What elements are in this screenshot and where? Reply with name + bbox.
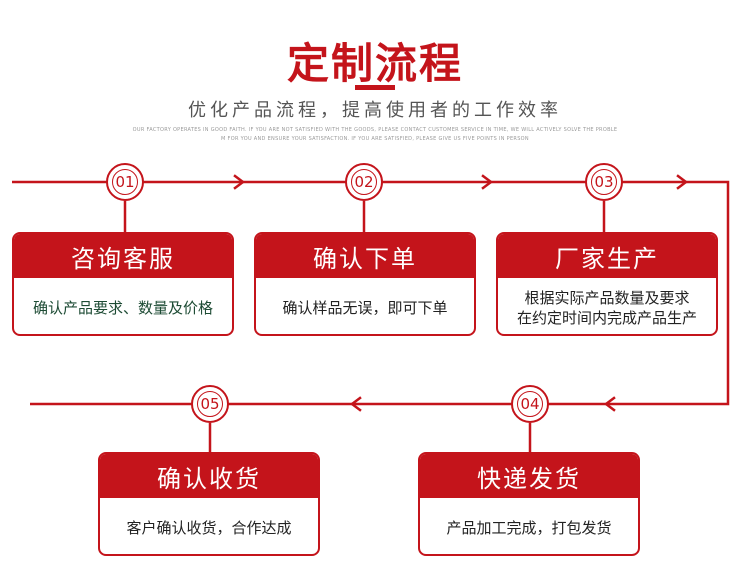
- step-card-05: 确认收货 客户确认收货，合作达成: [98, 452, 320, 556]
- title-underline: [355, 85, 395, 90]
- step-title: 咨询客服: [14, 234, 232, 278]
- arrow-right-3: [676, 174, 689, 190]
- step-title: 厂家生产: [498, 234, 716, 278]
- step-card-01: 咨询客服 确认产品要求、数量及价格: [12, 232, 234, 336]
- step-number-02: 02: [345, 163, 383, 201]
- step-title: 快递发货: [420, 454, 638, 498]
- step-description: 客户确认收货，合作达成: [126, 519, 292, 537]
- arrow-right-2: [481, 174, 494, 190]
- step-card-02: 确认下单 确认样品无误，即可下单: [254, 232, 476, 336]
- step-card-03: 厂家生产 根据实际产品数量及要求 在约定时间内完成产品生产: [496, 232, 718, 336]
- arrow-right-1: [233, 174, 246, 190]
- step-description: 确认样品无误，即可下单: [282, 299, 448, 317]
- step-description: 根据实际产品数量及要求 在约定时间内完成产品生产: [516, 289, 697, 327]
- step-description: 产品加工完成，打包发货: [446, 519, 612, 537]
- step-number-04: 04: [511, 385, 549, 423]
- page-subtitle: 优化产品流程，提高使用者的工作效率: [188, 100, 562, 121]
- fine-print-line-1: OUR FACTORY OPERATES IN GOOD FAITH. IF Y…: [132, 127, 618, 133]
- arrow-left-1: [603, 396, 616, 412]
- fine-print-line-2: M FOR YOU AND ENSURE YOUR SATISFACTION. …: [221, 136, 529, 142]
- page-title: 定制流程: [286, 39, 463, 88]
- step-number-05: 05: [191, 385, 229, 423]
- step-number-03: 03: [585, 163, 623, 201]
- step-description: 确认产品要求、数量及价格: [32, 299, 213, 317]
- step-title: 确认下单: [256, 234, 474, 278]
- step-card-04: 快递发货 产品加工完成，打包发货: [418, 452, 640, 556]
- step-title: 确认收货: [100, 454, 318, 498]
- arrow-left-2: [349, 396, 362, 412]
- step-number-01: 01: [106, 163, 144, 201]
